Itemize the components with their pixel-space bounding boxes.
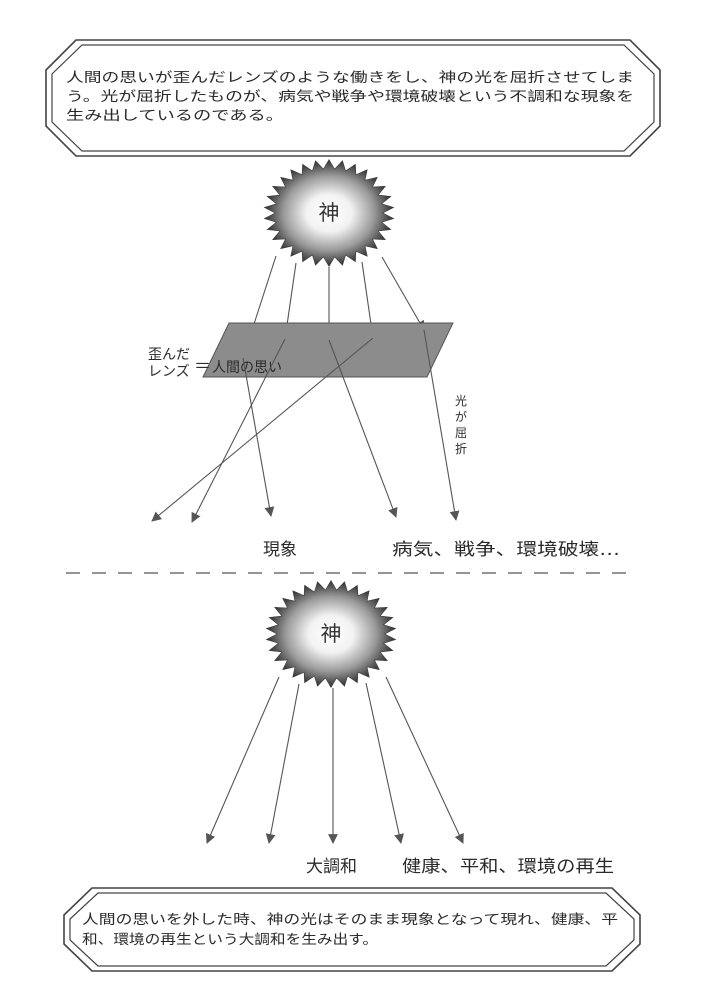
lens-side-label-line-2: レンズ [148,364,190,380]
god-burst-bottom [265,580,397,688]
disharmony-outcome-label: 病気、戦争、環境破壊… [392,540,620,560]
refracted-ray-4 [151,337,374,522]
lens-label: 人間の思い [212,360,282,376]
ray-bottom-4 [365,682,404,844]
light-rays-bottom [206,676,464,844]
top-text-box: 人間の思いが歪んだレンズのような働きをし、神の光を屈折させてしま う。光が屈折し… [45,39,661,157]
top-box-line-3: 生み出しているのである。 [66,108,284,124]
refracted-ray-3 [328,339,398,518]
bottom-box-outer-frame [63,887,641,972]
god-label-bottom: 神 [321,622,342,646]
ray-bottom-1 [206,676,280,844]
top-box-line-2: う。光が屈折したものが、病気や戦争や環境破壊という不調和な現象を [66,89,634,105]
upper-diagram: 神 歪んだ レンズ ＝ 人間の思い 光 が 屈 折 現象 病気、戦争、環境破壊… [148,159,620,560]
top-box-outer-frame [45,39,661,157]
great-harmony-label: 大調和 [306,857,357,877]
refracted-ray-5 [423,329,460,521]
lower-diagram: 神 大調和 健康、平和、環境の再生 [206,580,614,877]
lens-equals-sign: ＝ [194,357,211,377]
refracted-rays [151,329,460,523]
ray-top-5 [381,256,425,331]
refracted-ray-1 [242,357,275,517]
refraction-char-1: 光 [455,394,467,408]
refraction-char-3: 屈 [455,426,467,440]
bottom-box-line-2: 和、環境の再生という大調和を生み出す。 [82,932,378,948]
bottom-box-line-1: 人間の思いを外した時、神の光はそのまま現象となって現れ、健康、平 [82,911,618,928]
phenomenon-label: 現象 [263,540,297,560]
ray-bottom-2 [265,683,300,844]
ray-bottom-5 [385,676,464,844]
distorted-lens [202,322,454,378]
god-label-top: 神 [319,201,340,225]
refracted-ray-2 [191,338,286,523]
refraction-label: 光 が 屈 折 [455,394,467,456]
lens-side-label-line-1: 歪んだ [148,347,190,363]
bottom-box-inner-frame [69,892,635,967]
refraction-char-2: が [455,409,467,424]
top-box-inner-frame [51,44,655,152]
god-burst-top [263,159,395,267]
refraction-char-4: 折 [455,441,467,456]
bottom-text-box: 人間の思いを外した時、神の光はそのまま現象となって現れ、健康、平 和、環境の再生… [63,887,641,972]
harmony-outcome-label: 健康、平和、環境の再生 [402,857,614,877]
top-box-line-1: 人間の思いが歪んだレンズのような働きをし、神の光を屈折させてしま [66,70,634,86]
